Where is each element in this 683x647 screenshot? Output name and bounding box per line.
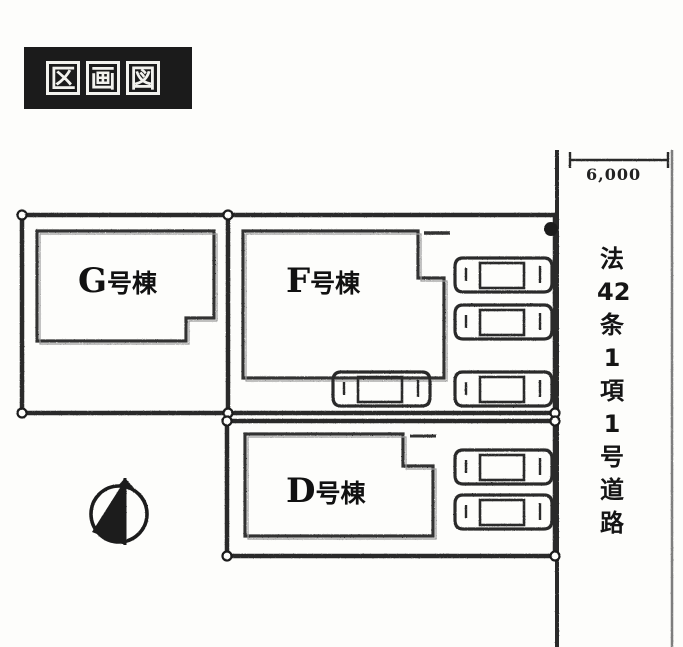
road-char-5: 1: [603, 410, 621, 438]
parking-car-f4: [453, 370, 554, 408]
plot-label-g-letter: G: [78, 261, 108, 301]
plot-label-f-suffix: 号棟: [310, 269, 361, 298]
plot-label-g: G号棟: [78, 261, 157, 301]
title-char-ku: 区: [46, 61, 80, 95]
parking-car-f1: [453, 256, 554, 294]
parking-car-d2: [453, 493, 554, 531]
road-label-vertical: 法 42 条 1 項 1 号 道 路: [597, 243, 631, 540]
parking-car-f2: [453, 303, 554, 341]
plot-label-d-letter: D: [286, 471, 316, 511]
north-arrow-icon: [89, 478, 149, 545]
plot-boundary-lower: [221, 415, 561, 562]
building-f-footprint: [241, 229, 450, 382]
dimension-line-6000: [568, 152, 670, 168]
plot-label-f: F号棟: [286, 261, 360, 301]
title-char-kaku: 画: [86, 61, 120, 95]
road-char-1: 42: [597, 278, 631, 306]
road-char-0: 法: [600, 245, 624, 273]
plot-boundary-upper: [16, 209, 561, 419]
plot-label-g-suffix: 号棟: [107, 269, 158, 298]
plot-label-d-suffix: 号棟: [315, 479, 366, 508]
road-char-6: 号: [600, 443, 624, 471]
building-d-footprint: [243, 432, 437, 540]
building-g-footprint: [35, 229, 218, 345]
road-char-4: 項: [600, 377, 624, 405]
road-char-2: 条: [600, 311, 624, 339]
plot-label-d: D号棟: [286, 471, 366, 511]
parking-car-d1: [453, 448, 554, 486]
plot-label-f-letter: F: [286, 261, 311, 301]
dimension-label-6000: 6,000: [586, 165, 642, 184]
title-char-zu: 図: [126, 61, 160, 95]
parking-car-f3: [331, 370, 432, 408]
title-plate: 区 画 図: [24, 47, 192, 109]
road-char-7: 道: [600, 476, 624, 504]
road-char-3: 1: [603, 344, 621, 372]
road-char-8: 路: [600, 509, 624, 537]
